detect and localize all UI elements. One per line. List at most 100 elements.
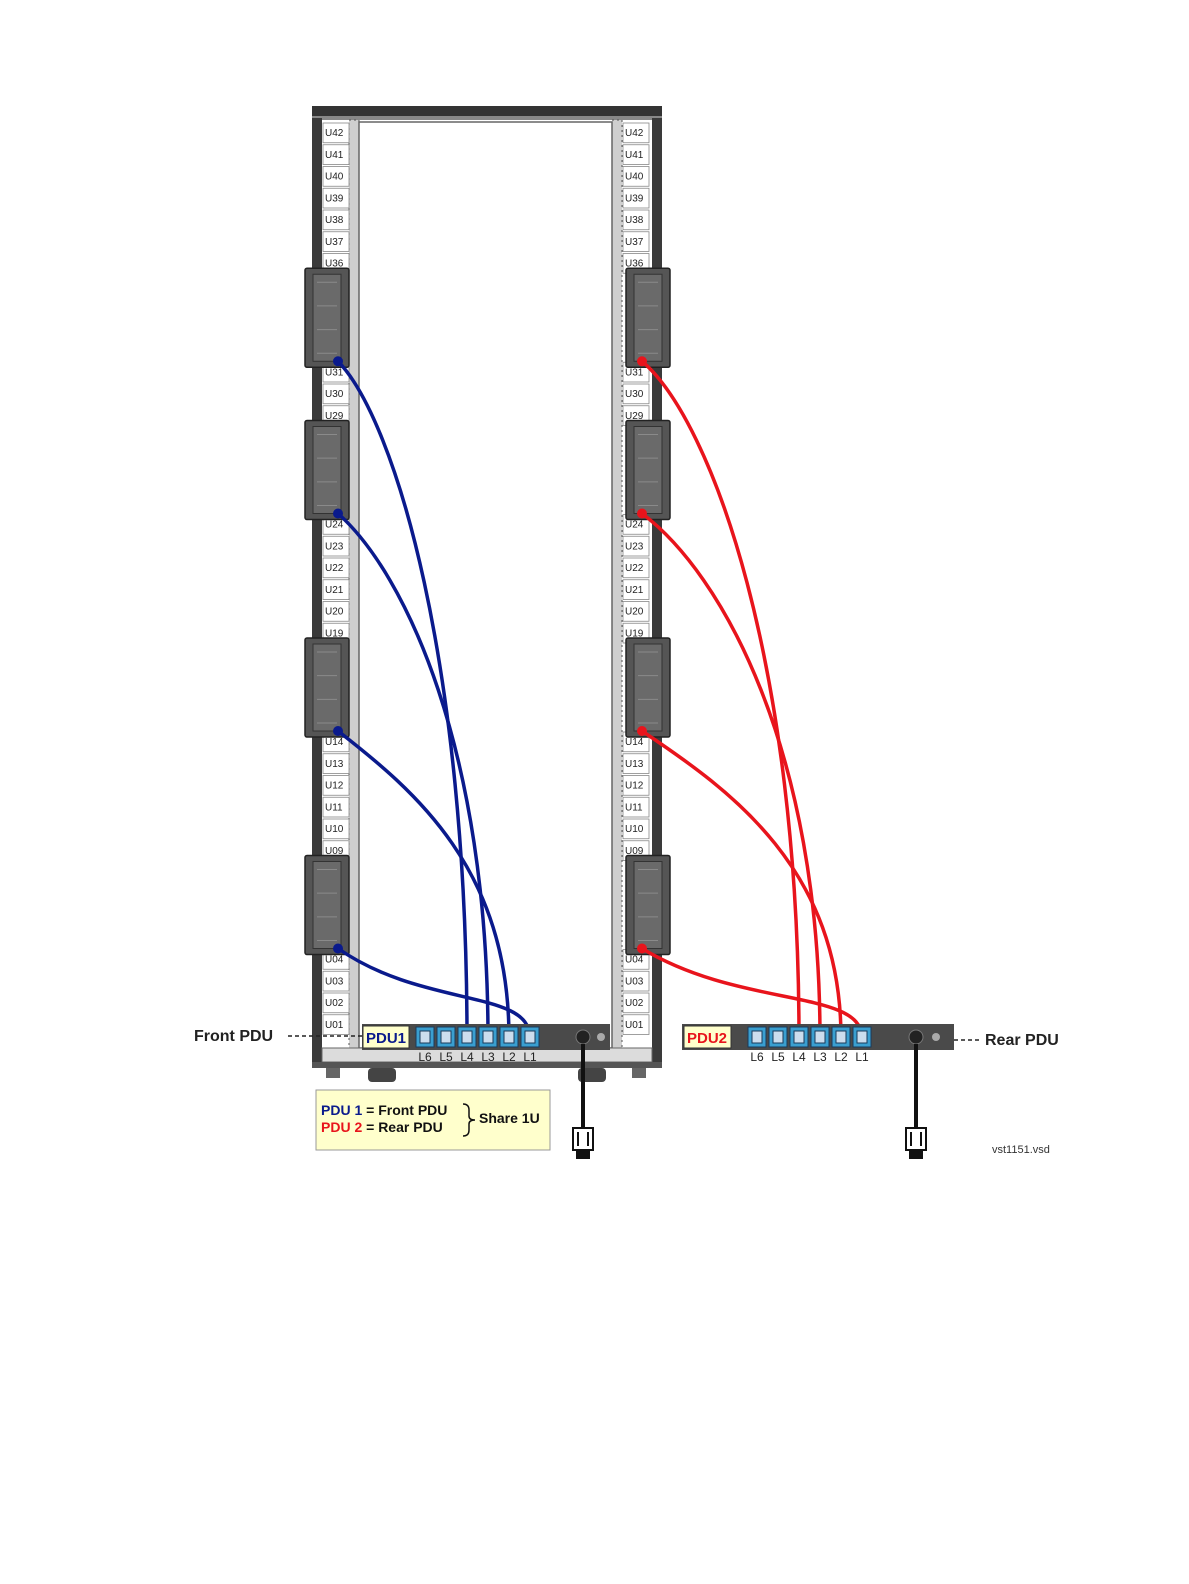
left-unit-label: U37 [325,237,344,248]
left-unit-cell [322,535,350,557]
left-unit-cell [322,231,350,252]
right-unit-label: U24 [625,520,644,531]
rack-top-bar [312,106,662,116]
rear-cable-1 [640,359,801,1040]
left-unit-label: U21 [325,585,344,596]
rack-feet [326,1068,646,1082]
pdu2-outlet-socket [856,1030,868,1044]
left-unit-cell [322,144,350,165]
left-unit-label: U41 [325,150,344,161]
rear-device-1 [625,267,671,368]
device-panel [312,426,342,514]
right-unit-label: U19 [625,628,644,639]
rack-left-post [312,118,322,1068]
right-unit-label: U14 [625,737,644,748]
left-unit-label: U03 [325,976,344,987]
left-unit-cell [322,166,350,187]
pdu2-outlet-label: L4 [792,1050,806,1064]
rack-bottom-bar [312,1062,662,1068]
rear-cable-end-device [637,508,647,519]
pdu1-outlet-label: L1 [523,1050,537,1064]
front-cable-end-device [333,943,343,954]
right-unit-label: U29 [625,411,644,422]
legend-pdu2: PDU 2 [321,1119,362,1135]
left-unit-cell [322,122,350,144]
right-unit-label: U36 [625,259,644,270]
rear-cable-4 [640,946,864,1040]
right-unit-label: U22 [625,563,644,574]
right-unit-label: U41 [625,150,644,161]
file-label: vst1151.vsd [992,1144,1050,1156]
left-unit-label: U38 [325,215,344,226]
rear-device-3 [625,637,671,738]
left-unit-label: U23 [325,541,344,552]
front-device-3 [304,637,350,738]
left-unit-label: U12 [325,781,344,792]
pdu1-breaker [575,1029,591,1045]
right-unit-cell [622,144,650,165]
left-unit-label: U40 [325,172,344,183]
front-cable-end-device [333,508,343,519]
left-unit-label: U09 [325,846,344,857]
right-unit-cell [622,1014,650,1035]
right-unit-cell [622,970,650,992]
device-panel [312,273,342,362]
rear-cable-end-device [637,943,647,954]
front-cable-2 [336,511,490,1040]
front-cable-4 [336,946,532,1040]
pdu2-label-box [683,1025,732,1049]
right-unit-label: U20 [625,607,644,618]
rear-cable-end-device [637,726,647,736]
device-panel [633,861,663,949]
pdu1-outlet-socket [440,1030,452,1044]
left-unit-label: U10 [325,824,344,835]
rack-top-bar-2 [312,116,662,120]
pdu2-breaker [908,1029,924,1045]
pdu2-outlet-label: L5 [771,1050,785,1064]
mounted-devices [304,267,671,956]
device-panel [633,643,663,732]
left-unit-label: U01 [325,1020,344,1031]
right-unit-cell [622,231,650,252]
rack-right-rail [611,119,623,1051]
rear-cable-3 [640,729,843,1040]
left-unit-cell [322,383,350,405]
front-cable-end-device [333,356,343,367]
device-panel [633,426,663,514]
right-unit-label: U23 [625,541,644,552]
pdu2-outlet-socket [751,1030,763,1044]
right-unit-cell [622,753,650,774]
right-unit-cell [622,557,650,579]
front-device-1 [304,267,350,368]
left-unit-label: U42 [325,128,344,139]
right-unit-label: U09 [625,846,644,857]
device-panel [633,273,663,362]
front-cable-3 [336,729,511,1040]
right-unit-label: U21 [625,585,644,596]
left-unit-label: U31 [325,367,344,378]
legend-pdu2-desc: = Rear PDU [362,1119,443,1135]
legend-line-1: PDU 1 = Front PDU [321,1102,447,1118]
rack-foot-left [326,1068,340,1078]
right-unit-label: U02 [625,998,644,1009]
pdu1-label-box [362,1025,410,1049]
right-unit-labels: U42U41U40U39U38U37U36U31U30U29U24U23U22U… [622,122,650,1035]
pdu1-outlet-label: L3 [481,1050,495,1064]
pdu1-plug-tip [576,1150,590,1159]
pdu1-outlet-socket [524,1030,536,1044]
rear-device-2 [625,419,671,521]
left-unit-label: U14 [325,737,344,748]
rack: U42U41U40U39U38U37U36U31U30U29U24U23U22U… [312,106,662,1082]
right-unit-cell [622,818,650,840]
pdu1-outlet-label: L5 [439,1050,453,1064]
left-unit-cell [322,818,350,840]
legend-box [315,1089,551,1151]
rack-caster-left [368,1068,396,1082]
left-unit-cell [322,209,350,231]
pdu1-plug [572,1127,594,1151]
rack-right-post [652,118,662,1068]
pdu2-power-inlet [932,1033,940,1041]
front-device-2 [304,419,350,521]
right-unit-cell [622,383,650,405]
